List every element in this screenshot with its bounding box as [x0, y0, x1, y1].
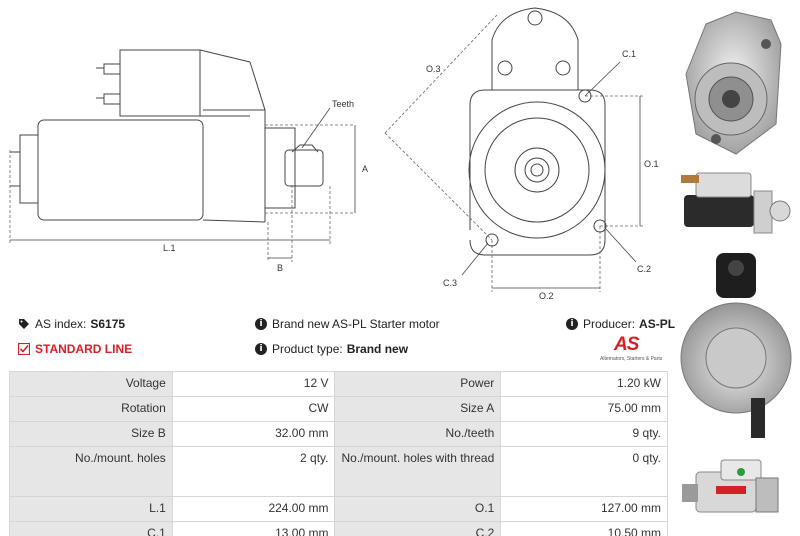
motor-body — [37, 119, 204, 221]
flange-outline — [491, 7, 579, 90]
info-icon: i — [566, 318, 578, 330]
product-photo-rear[interactable] — [676, 248, 796, 448]
logo-tagline: Alternators, Starters & Parts — [600, 356, 663, 362]
label-l1: L.1 — [163, 243, 176, 253]
spec-value: CW — [171, 396, 336, 422]
producer: i Producer: AS-PL — [566, 317, 675, 331]
table-row: Voltage 12 V Power 1.20 kW — [9, 371, 668, 397]
table-row: Size B 32.00 mm No./teeth 9 qty. — [9, 421, 668, 447]
spec-key: O.1 — [334, 496, 502, 522]
table-row: C.1 13.00 mm C.2 10.50 mm — [9, 521, 668, 536]
spec-key: No./mount. holes with thread — [334, 446, 502, 497]
spec-value: 224.00 mm — [171, 496, 336, 522]
spec-key: No./mount. holes — [9, 446, 173, 497]
product-type: i Product type: Brand new — [255, 342, 408, 356]
mounting-circle — [468, 101, 606, 239]
terminal-bottom — [103, 93, 121, 105]
product-type-value: Brand new — [346, 342, 409, 356]
spec-key: Voltage — [9, 371, 173, 397]
spec-key: C.1 — [9, 521, 173, 536]
checkbox-checked-icon — [18, 343, 30, 355]
as-index: AS index: S6175 — [18, 317, 125, 331]
tag-icon — [19, 319, 29, 329]
spec-key: C.2 — [334, 521, 502, 536]
asl-logo: AS — [614, 334, 639, 355]
description: i Brand new AS-PL Starter motor — [255, 317, 440, 331]
spec-value: 75.00 mm — [500, 396, 668, 422]
spec-value: 1.20 kW — [500, 371, 668, 397]
spec-table: Voltage 12 V Power 1.20 kW Rotation CW S… — [9, 371, 668, 536]
spec-value: 13.00 mm — [171, 521, 336, 536]
spec-key: Size A — [334, 396, 502, 422]
table-row: L.1 224.00 mm O.1 127.00 mm — [9, 496, 668, 522]
pinion — [264, 127, 296, 209]
product-photo-front[interactable] — [676, 4, 796, 164]
spec-key: No./teeth — [334, 421, 502, 447]
spec-value: 127.00 mm — [500, 496, 668, 522]
producer-value: AS-PL — [639, 317, 676, 331]
spec-key: Power — [334, 371, 502, 397]
label-o2: O.2 — [539, 291, 554, 301]
label-c2: C.2 — [637, 264, 651, 274]
spec-key: L.1 — [9, 496, 173, 522]
product-type-label: Product type: — [272, 342, 343, 356]
label-c3: C.3 — [443, 278, 457, 288]
table-row: Rotation CW Size A 75.00 mm — [9, 396, 668, 422]
product-photo-side[interactable] — [676, 165, 796, 245]
solenoid-body — [119, 49, 201, 117]
table-row: No./mount. holes 2 qty. No./mount. holes… — [9, 446, 668, 497]
label-o3: O.3 — [426, 64, 441, 74]
as-index-value: S6175 — [90, 317, 126, 331]
spec-key: Size B — [9, 421, 173, 447]
product-photo-assembly[interactable] — [676, 452, 796, 532]
label-b: B — [277, 263, 283, 273]
label-c1: C.1 — [622, 49, 636, 59]
terminal-top — [103, 63, 121, 75]
info-icon: i — [255, 343, 267, 355]
standard-line-label: STANDARD LINE — [35, 342, 133, 356]
label-teeth: Teeth — [332, 99, 354, 109]
label-a: A — [362, 164, 368, 174]
spec-value: 32.00 mm — [171, 421, 336, 447]
spec-value: 2 qty. — [171, 446, 336, 497]
spec-value: 0 qty. — [500, 446, 668, 497]
standard-line: STANDARD LINE — [18, 342, 132, 356]
spec-value: 12 V — [171, 371, 336, 397]
technical-drawing: Teeth A B L.1 O.1 O.2 O.3 C.1 C.2 C.3 — [9, 7, 659, 301]
spec-value: 10.50 mm — [500, 521, 668, 536]
info-icon: i — [255, 318, 267, 330]
label-o1: O.1 — [644, 159, 659, 169]
description-text: Brand new AS-PL Starter motor — [272, 317, 440, 331]
as-index-label: AS index: — [35, 317, 87, 331]
producer-label: Producer: — [583, 317, 636, 331]
spec-value: 9 qty. — [500, 421, 668, 447]
spec-key: Rotation — [9, 396, 173, 422]
